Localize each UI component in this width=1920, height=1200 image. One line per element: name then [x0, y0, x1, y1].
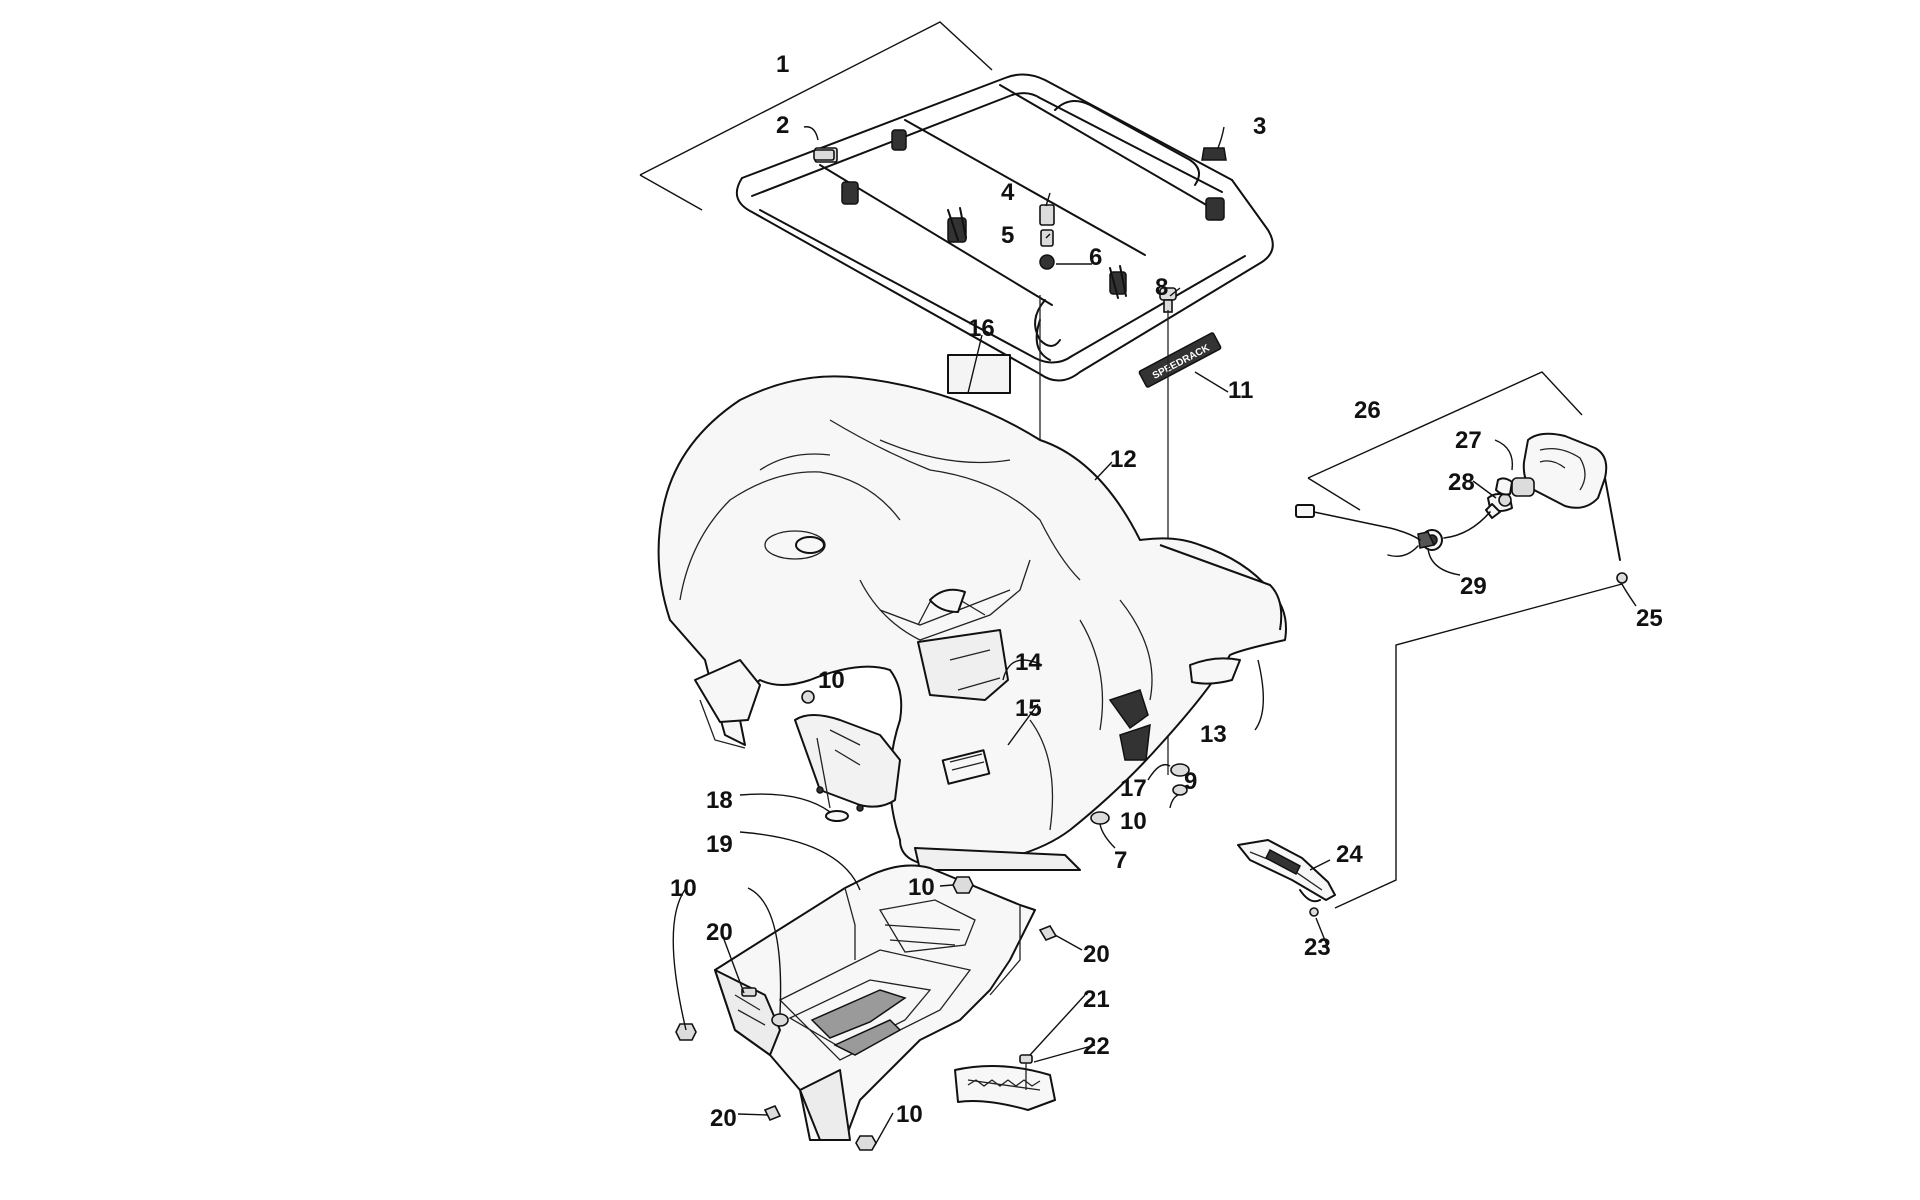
footwell-panel — [714, 864, 1036, 1141]
callout-9: 9 — [1184, 768, 1197, 795]
callout-4: 4 — [1001, 179, 1015, 206]
step-plate — [954, 1065, 1056, 1111]
callouts: 1 2 3 4 5 6 8 11 16 12 26 27 28 29 25 14… — [670, 51, 1663, 1132]
callout-1: 1 — [776, 51, 789, 78]
callout-17: 17 — [1120, 775, 1147, 802]
callout-3: 3 — [1253, 113, 1266, 140]
callout-22: 22 — [1083, 1033, 1110, 1060]
callout-5: 5 — [1001, 222, 1014, 249]
taillight-assembly-bracket — [1307, 371, 1583, 511]
taillight-connector-line — [1334, 583, 1623, 909]
callout-2: 2 — [776, 112, 789, 139]
callout-15: 15 — [1015, 695, 1042, 722]
loose-hardware — [675, 354, 1319, 1151]
callout-12: 12 — [1110, 446, 1137, 473]
callout-26: 26 — [1354, 397, 1381, 424]
callout-16: 16 — [968, 315, 995, 342]
callout-20b: 20 — [1083, 941, 1110, 968]
callout-18: 18 — [706, 787, 733, 814]
callout-23: 23 — [1304, 934, 1331, 961]
callout-10a: 10 — [818, 667, 845, 694]
leader-lines — [672, 126, 1637, 1146]
rack-assembly-bracket — [639, 21, 993, 211]
rack-hardware — [813, 147, 1227, 313]
callout-21: 21 — [1083, 986, 1110, 1013]
callout-29: 29 — [1460, 573, 1487, 600]
callout-7: 7 — [1114, 847, 1127, 874]
callout-20a: 20 — [706, 919, 733, 946]
callout-10d: 10 — [670, 875, 697, 902]
light-housing — [1237, 839, 1336, 903]
callout-28: 28 — [1448, 469, 1475, 496]
callout-13: 13 — [1200, 721, 1227, 748]
callout-25: 25 — [1636, 605, 1663, 632]
callout-10e: 10 — [896, 1101, 923, 1128]
callout-14: 14 — [1015, 649, 1042, 676]
taillight-assembly — [1295, 432, 1628, 584]
callout-11: 11 — [1228, 377, 1253, 404]
callout-19: 19 — [706, 831, 733, 858]
callout-10b: 10 — [1120, 808, 1147, 835]
rear-fender — [657, 375, 1287, 871]
callout-10c: 10 — [908, 874, 935, 901]
callout-6: 6 — [1089, 244, 1102, 271]
callout-27: 27 — [1455, 427, 1482, 454]
callout-24: 24 — [1336, 841, 1363, 868]
callout-20c: 20 — [710, 1105, 737, 1132]
callout-8: 8 — [1155, 274, 1168, 301]
